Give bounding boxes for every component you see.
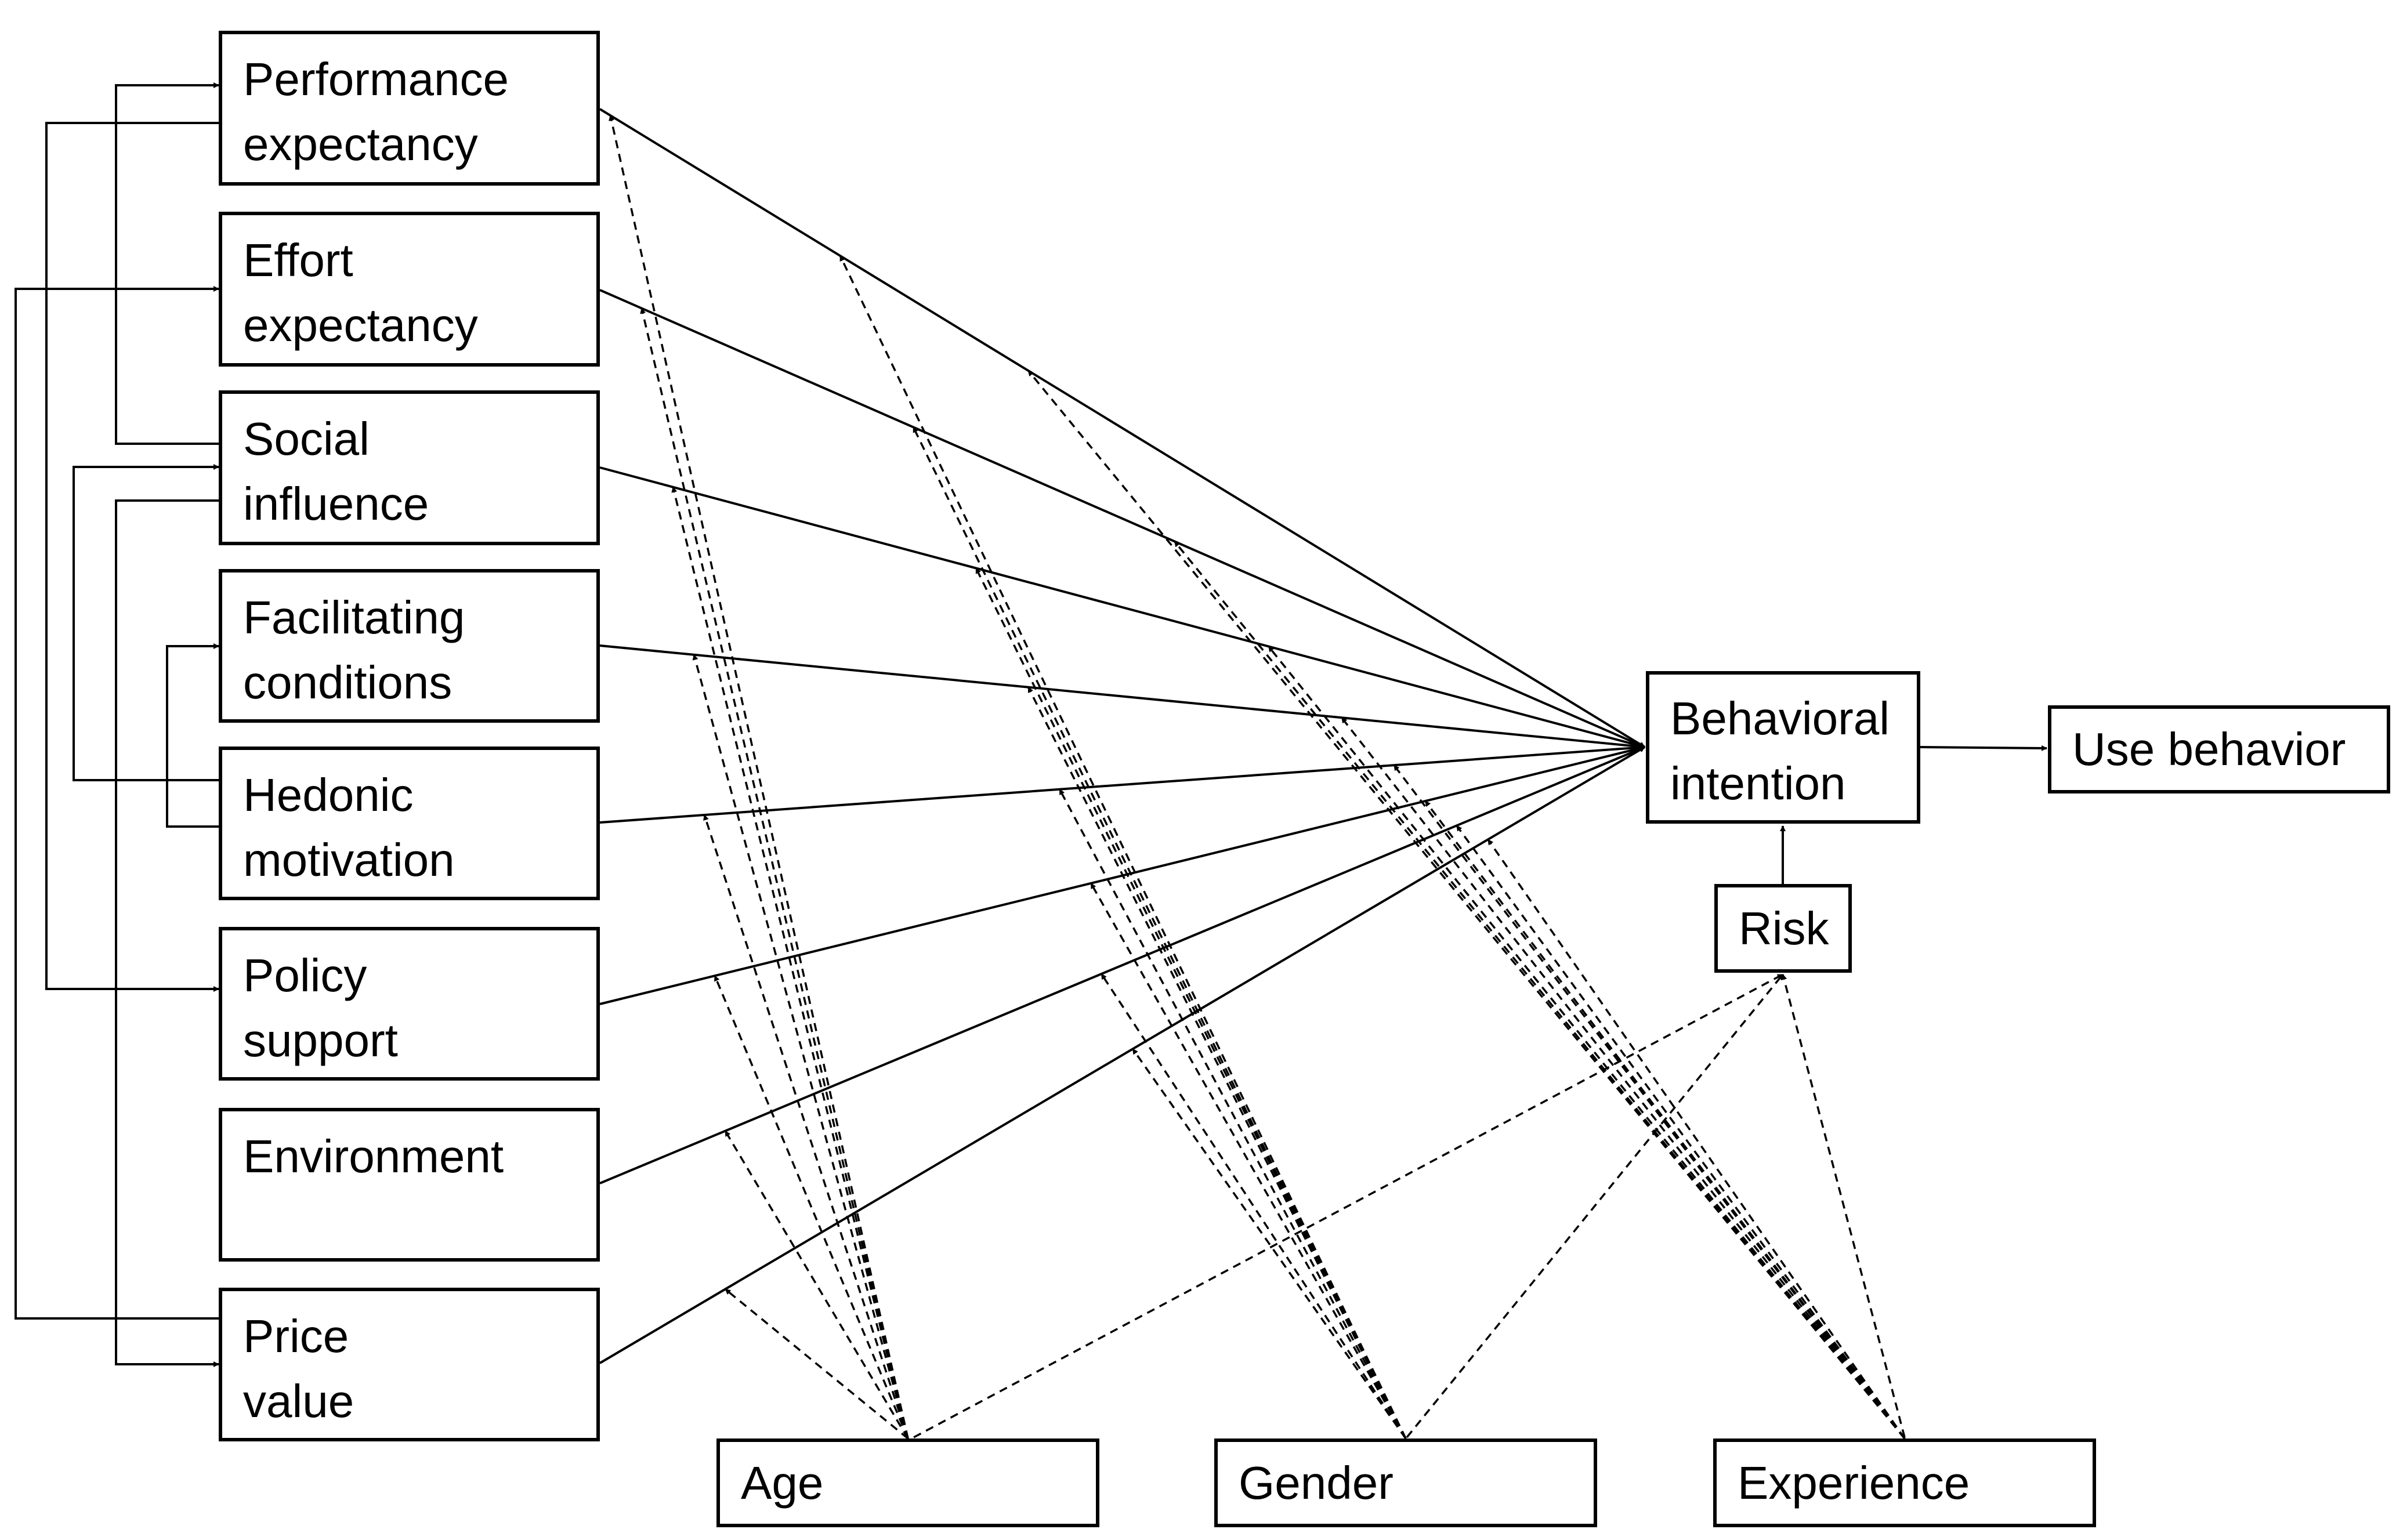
moderator-box-experience: Experience	[1713, 1438, 2096, 1527]
moderator-age-on-hm	[703, 814, 909, 1439]
construct-label: Performance	[243, 53, 509, 105]
moderator-box-age: Age	[716, 1438, 1099, 1527]
moderator-experience-on-env	[1456, 825, 1906, 1440]
connector-pe-to-ps	[45, 122, 232, 992]
moderator-label-experience: Experience	[1738, 1456, 1970, 1509]
moderator-box-gender: Gender	[1214, 1438, 1597, 1527]
path-pv-to-behavioral-intention	[599, 746, 1646, 1364]
moderator-paths	[609, 115, 1906, 1440]
moderator-age-on-pe	[609, 115, 909, 1439]
construct-label: motivation	[243, 834, 455, 886]
moderator-age-on-ps	[714, 975, 909, 1439]
construct-label: Social	[243, 413, 370, 465]
use-behavior-box: Use behavior	[2048, 705, 2390, 793]
construct-label: expectancy	[243, 299, 478, 351]
construct-label: support	[243, 1014, 398, 1066]
moderator-gender-on-pe	[839, 255, 1407, 1439]
moderator-gender-on-si	[975, 567, 1407, 1439]
connector-pv-to-ee	[15, 286, 232, 1320]
construct-box-effort-expectancy: Effort expectancy	[219, 212, 600, 367]
moderator-experience-on-ps	[1424, 800, 1906, 1440]
moderator-experience-on-ee	[1174, 541, 1906, 1440]
path-fc-to-behavioral-intention	[599, 644, 1645, 750]
risk-label: Risk	[1739, 902, 1829, 954]
construct-box-environment: Environment	[219, 1108, 600, 1262]
path-behavioral-intention-to-use-behavior	[1920, 745, 2047, 751]
connector-si-to-pe	[115, 82, 232, 445]
use-behavior-label: Use behavior	[2072, 723, 2346, 775]
construct-box-hedonic-motivation: Hedonic motivation	[219, 747, 600, 900]
construct-label: Environment	[243, 1130, 504, 1182]
moderator-age-to-risk	[913, 973, 1783, 1438]
moderator-experience-on-pv	[1487, 839, 1906, 1439]
construct-label: Policy	[243, 950, 367, 1001]
moderator-label-gender: Gender	[1239, 1456, 1394, 1509]
structural-paths	[599, 108, 2047, 1364]
path-hm-to-behavioral-intention	[599, 744, 1645, 824]
moderator-age-on-fc	[692, 654, 909, 1439]
construct-label: expectancy	[243, 118, 478, 170]
path-si-to-behavioral-intention	[599, 466, 1645, 749]
construct-connectors	[15, 82, 232, 1367]
path-env-to-behavioral-intention	[599, 746, 1645, 1184]
moderator-gender-on-ee	[912, 426, 1407, 1439]
construct-label: Facilitating	[243, 592, 465, 643]
construct-box-policy-support: Policy support	[219, 927, 600, 1081]
construct-box-price-value: Price value	[219, 1288, 600, 1441]
moderator-experience-on-fc	[1341, 717, 1906, 1440]
construct-label: conditions	[243, 657, 453, 708]
risk-box: Risk	[1714, 884, 1852, 973]
moderator-experience-on-si	[1268, 646, 1906, 1440]
behavioral-intention-box: Behavioral intention	[1646, 671, 1920, 824]
path-pe-to-behavioral-intention	[599, 108, 1646, 748]
construct-label: Price	[243, 1310, 349, 1362]
moderator-age-on-si	[671, 486, 909, 1439]
moderator-age-on-ee	[640, 307, 909, 1439]
moderator-gender-on-pv	[1132, 1048, 1407, 1440]
connector-hm-to-fc	[166, 643, 232, 828]
path-ee-to-behavioral-intention	[599, 289, 1645, 748]
construct-label: Effort	[243, 234, 353, 286]
behavioral-intention-label: Behavioral	[1670, 693, 1890, 744]
moderator-age-on-env	[724, 1130, 909, 1439]
construct-label: value	[243, 1375, 354, 1427]
moderator-label-age: Age	[741, 1456, 824, 1509]
construct-label: influence	[243, 478, 429, 530]
moderator-experience-to-risk	[1781, 974, 1906, 1438]
moderator-gender-on-hm	[1058, 788, 1407, 1439]
construct-label: Hedonic	[243, 769, 414, 821]
behavioral-intention-label: intention	[1670, 758, 1846, 809]
moderator-gender-on-ps	[1090, 882, 1407, 1439]
moderator-gender-to-risk	[1406, 973, 1784, 1438]
moderator-gender-on-fc	[1027, 686, 1407, 1439]
construct-box-performance-expectancy: Performance expectancy	[219, 31, 600, 186]
connector-si-to-pv	[115, 499, 232, 1367]
moderator-gender-on-env	[1101, 973, 1407, 1439]
connector-hm-to-si	[73, 464, 232, 781]
construct-box-social-influence: Social influence	[219, 390, 600, 545]
moderator-age-on-pv	[725, 1288, 909, 1440]
construct-box-facilitating-conditions: Facilitating conditions	[219, 569, 600, 723]
